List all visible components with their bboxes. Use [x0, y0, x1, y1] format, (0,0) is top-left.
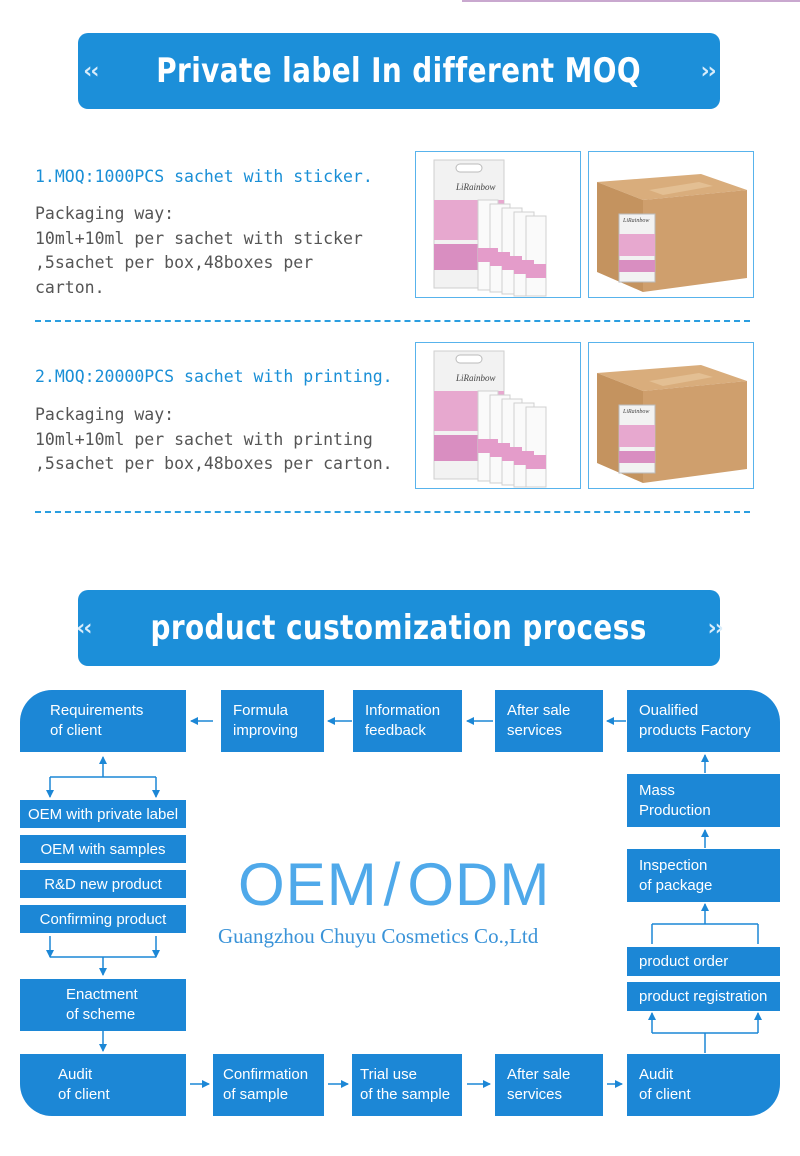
moq-title: 2.MOQ:20000PCS sachet with printing. — [35, 367, 393, 386]
chevron-right-icon: ›› — [707, 615, 724, 641]
banner-private-label: ‹‹ Private label In different MOQ ›› — [78, 33, 720, 109]
step-after-sale-services: After sale services — [495, 690, 603, 752]
oem-odm-heading: OEM/ODM — [238, 851, 551, 918]
product-sachet-image: LiRainbow — [415, 151, 581, 298]
step-trial-use-of-sample: Trial use of the sample — [352, 1054, 462, 1116]
step-qualified-products-factory: Oualified products Factory — [627, 690, 780, 752]
chevron-left-icon: ‹‹ — [83, 58, 99, 84]
option-confirming-product: Confirming product — [20, 905, 186, 933]
step-formula-improving: Formula improving — [221, 690, 324, 752]
moq-description: Packaging way: 10ml+10ml per sachet with… — [35, 204, 363, 297]
dashed-divider — [35, 320, 750, 322]
brand-label: LiRainbow — [456, 373, 496, 383]
option-product-registration: product registration — [627, 982, 780, 1011]
brand-label: LiRainbow — [456, 182, 496, 192]
shipping-carton-image: LiRainbow — [588, 342, 754, 489]
option-product-order: product order — [627, 947, 780, 976]
option-rd-new-product: R&D new product — [20, 870, 186, 898]
option-oem-private-label: OEM with private label — [20, 800, 186, 828]
step-enactment-of-scheme: Enactment of scheme — [20, 979, 186, 1031]
step-mass-production: Mass Production — [627, 774, 780, 827]
dashed-divider — [35, 511, 750, 513]
banner-customization-process: ‹‹ product customization process ›› — [76, 590, 724, 666]
brand-label: LiRainbow — [623, 409, 650, 415]
shipping-carton-image: LiRainbow — [588, 151, 754, 298]
step-confirmation-of-sample: Confirmation of sample — [213, 1054, 324, 1116]
moq-title: 1.MOQ:1000PCS sachet with sticker. — [35, 167, 373, 186]
step-audit-of-client-left: Audit of client — [20, 1054, 186, 1116]
product-sachet-image: LiRainbow — [415, 342, 581, 489]
chevron-right-icon: ›› — [700, 58, 717, 84]
top-divider — [462, 0, 800, 2]
step-inspection-of-package: Inspection of package — [627, 849, 780, 902]
banner-title: Private label In different MOQ — [156, 51, 642, 91]
step-after-sale-services-bottom: After sale services — [495, 1054, 603, 1116]
company-name: Guangzhou Chuyu Cosmetics Co.,Ltd — [218, 924, 539, 948]
step-information-feedback: Information feedback — [353, 690, 462, 752]
option-oem-samples: OEM with samples — [20, 835, 186, 863]
banner-title: product customization process — [150, 608, 648, 648]
chevron-left-icon: ‹‹ — [76, 615, 92, 641]
step-audit-of-client-right: Audit of client — [627, 1054, 780, 1116]
step-requirements-of-client: Requirements of client — [20, 690, 186, 752]
moq-description: Packaging way: 10ml+10ml per sachet with… — [35, 405, 393, 473]
brand-label: LiRainbow — [623, 218, 650, 224]
